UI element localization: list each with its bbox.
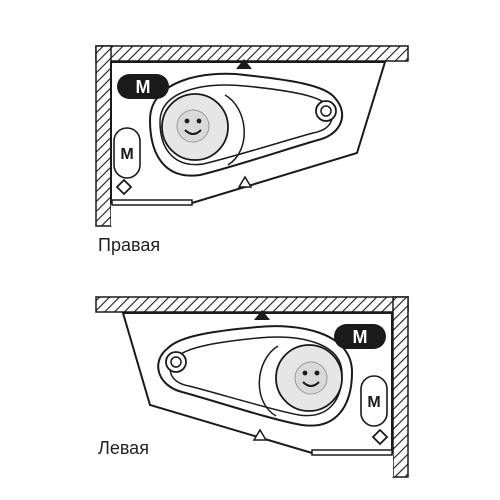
diamond-control-icon	[115, 178, 133, 196]
triangle-marker-icon	[252, 428, 268, 441]
drain-icon	[315, 100, 337, 122]
triangle-marker-icon	[237, 175, 253, 188]
right-tub-basin-inner	[159, 84, 333, 166]
left-wall-hatching	[95, 296, 409, 478]
right-tub-diagram: M M Правая	[95, 45, 409, 255]
motor-badge-dark-label: M	[353, 327, 368, 347]
motor-badge-outline: M	[113, 127, 141, 179]
left-tub-diagram: M M Левая	[95, 296, 409, 478]
motor-badge-outline-label: M	[367, 394, 380, 411]
left-tub-basin-inner	[169, 336, 343, 417]
right-caption: Правая	[98, 235, 160, 255]
motor-badge-dark: M	[117, 74, 169, 99]
motor-badge-outline: M	[360, 375, 388, 427]
drain-icon	[165, 351, 187, 373]
triangle-marker-icon	[236, 59, 252, 69]
left-caption: Левая	[98, 438, 149, 458]
left-screen-rail	[311, 449, 393, 456]
motor-badge-outline-label: M	[120, 146, 133, 163]
diamond-control-icon	[371, 428, 389, 446]
right-headrest-arc	[224, 94, 245, 166]
motor-badge-dark: M	[334, 324, 386, 349]
smiley-pillow-icon	[176, 109, 210, 143]
motor-badge-dark-label: M	[136, 77, 151, 97]
triangle-marker-icon	[254, 310, 270, 320]
left-headrest-arc	[258, 345, 279, 417]
smiley-pillow-icon	[294, 361, 328, 395]
right-screen-rail	[111, 199, 193, 206]
